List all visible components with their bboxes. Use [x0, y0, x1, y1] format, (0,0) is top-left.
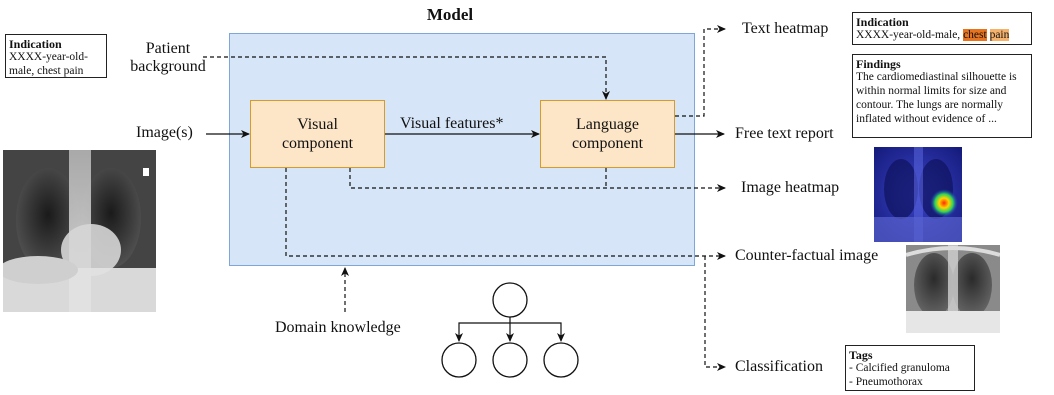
- visual-component-label-1: Visual: [297, 115, 338, 133]
- counterfactual-arrow: [285, 168, 726, 260]
- domain-knowledge-label: Domain knowledge: [275, 319, 401, 336]
- input-indication-note: Indication XXXX-year-old- male, chest pa…: [5, 34, 107, 78]
- findings-note: Findings The cardiomediastinal silhouett…: [852, 54, 1032, 138]
- language-component-label-1: Language: [575, 115, 640, 133]
- findings-text: The cardiomediastinal silhouette is with…: [856, 71, 1017, 125]
- tags-item-1: - Calcified granuloma: [849, 362, 950, 375]
- patient-background-line-1: Patient: [145, 40, 191, 57]
- patient-background-line-2: background: [130, 58, 206, 76]
- visual-component-label-2: component: [281, 135, 354, 152]
- image-heatmap-label: Image heatmap: [741, 179, 840, 196]
- images-label: Image(s): [136, 124, 193, 141]
- input-indication-title: Indication: [9, 37, 62, 51]
- text-heatmap-arrow: [675, 25, 726, 117]
- patient-background-arrow: [203, 56, 610, 100]
- tags-note: Tags - Calcified granuloma - Pneumothora…: [845, 345, 975, 391]
- counterfactual-xray: [906, 245, 1000, 333]
- image-heatmap-xray: [874, 147, 962, 242]
- highlight-word-chest: chest: [963, 29, 987, 42]
- classification-arrow: [704, 256, 726, 371]
- text-heatmap-label: Text heatmap: [742, 20, 829, 37]
- input-indication-line-1: XXXX-year-old-: [9, 51, 88, 64]
- heatmap-indication-note: Indication XXXX-year-old-male, chest pai…: [852, 12, 1032, 45]
- classification-label: Classification: [735, 358, 823, 375]
- counterfactual-image-label: Counter-factual image: [735, 247, 879, 264]
- patient-background-label: Patient background: [128, 40, 208, 77]
- visual-component-box: Visual component: [250, 100, 385, 168]
- tags-item-2: - Pneumothorax: [849, 376, 923, 389]
- chest-xray-input-image: [3, 150, 156, 312]
- findings-title: Findings: [856, 57, 901, 71]
- knowledge-tree-icon: [441, 282, 579, 378]
- highlight-word-pain: pain: [989, 29, 1010, 42]
- input-indication-line-2: male, chest pain: [9, 65, 84, 78]
- heatmap-indication-text: XXXX-year-old-male,: [856, 29, 964, 42]
- free-text-report-label: Free text report: [735, 125, 834, 142]
- model-title: Model: [426, 5, 474, 24]
- heatmap-indication-title: Indication: [856, 15, 909, 29]
- language-component-box: Language component: [540, 100, 675, 168]
- image-heatmap-arrow: [349, 168, 726, 192]
- tags-title: Tags: [849, 348, 873, 362]
- visual-features-label: Visual features*: [400, 115, 504, 132]
- language-component-label-2: component: [571, 135, 644, 152]
